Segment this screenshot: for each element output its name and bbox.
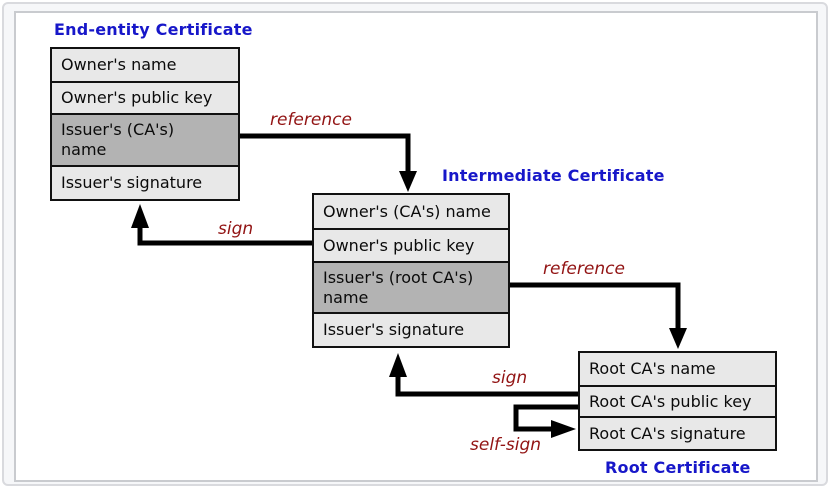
arrow-label-sign-2: sign xyxy=(492,368,528,388)
end-entity-certificate-title: End-entity Certificate xyxy=(54,20,253,39)
arrow-label-reference-2: reference xyxy=(543,259,625,279)
row-owner-public-key: Owner's public key xyxy=(52,83,238,115)
row-owner-public-key: Owner's public key xyxy=(314,230,508,263)
row-owner-ca-name: Owner's (CA's) name xyxy=(314,195,508,230)
row-issuer-signature: Issuer's signature xyxy=(52,167,238,199)
arrow-label-reference-1: reference xyxy=(270,110,352,130)
row-root-ca-signature: Root CA's signature xyxy=(580,418,775,449)
intermediate-certificate-box: Owner's (CA's) name Owner's public key I… xyxy=(312,193,510,348)
arrow-label-sign-1: sign xyxy=(218,219,254,239)
row-issuer-ca-name: Issuer's (CA's) name xyxy=(52,115,238,167)
row-issuer-signature: Issuer's signature xyxy=(314,314,508,346)
row-root-ca-public-key: Root CA's public key xyxy=(580,387,775,418)
row-issuer-root-ca-name: Issuer's (root CA's) name xyxy=(314,263,508,314)
arrow-label-self-sign: self-sign xyxy=(470,435,542,455)
row-issuer-root-ca-name-label: Issuer's (root CA's) name xyxy=(323,267,474,307)
root-certificate-box: Root CA's name Root CA's public key Root… xyxy=(578,351,777,451)
row-root-ca-name: Root CA's name xyxy=(580,353,775,387)
end-entity-certificate-box: Owner's name Owner's public key Issuer's… xyxy=(50,47,240,201)
row-owner-name: Owner's name xyxy=(52,49,238,83)
row-issuer-ca-name-label: Issuer's (CA's) name xyxy=(61,120,175,159)
intermediate-certificate-title: Intermediate Certificate xyxy=(442,166,665,185)
root-certificate-title: Root Certificate xyxy=(605,458,751,477)
